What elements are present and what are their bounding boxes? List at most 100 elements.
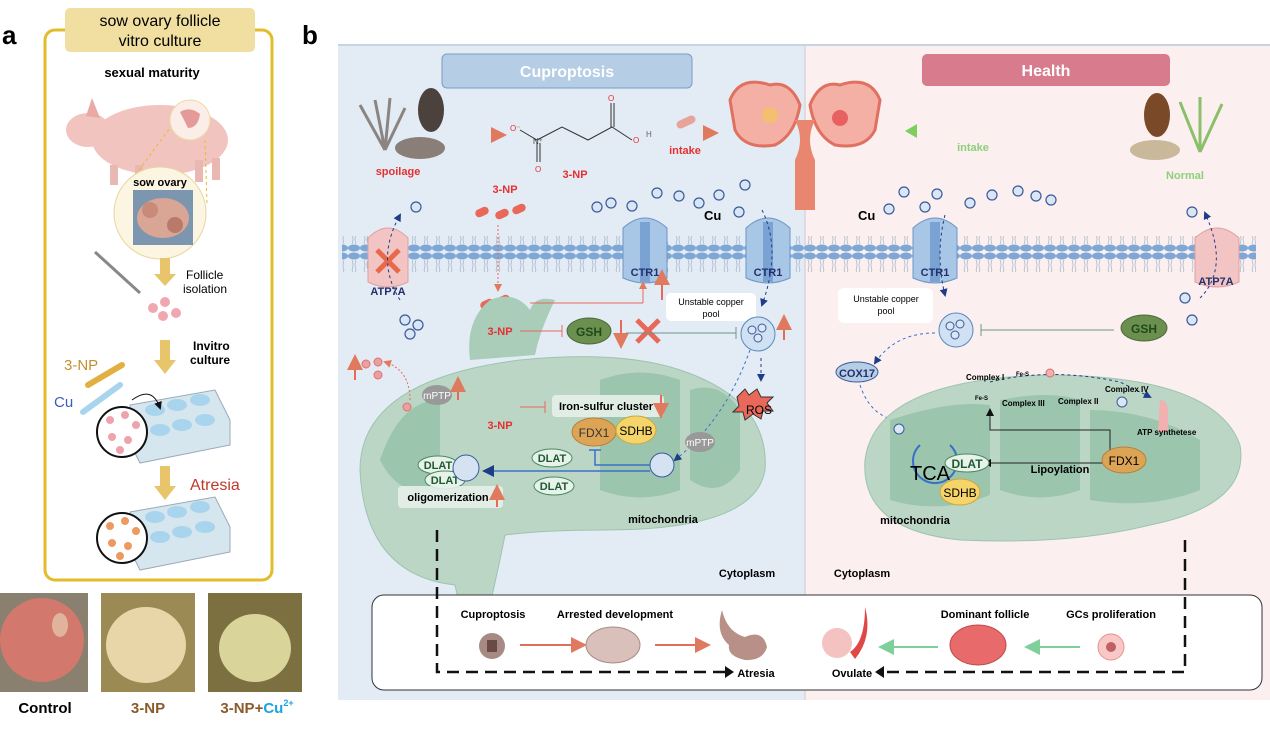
- gsh-right: [1120, 314, 1168, 342]
- health-region: [805, 45, 1270, 700]
- atp7a-label-right: ATP7A: [1198, 276, 1233, 288]
- normal-food-icon: [1130, 93, 1224, 160]
- unstable-pool-label: Unstable copper: [678, 297, 744, 307]
- mptp-label-1: mPTP: [423, 391, 451, 402]
- healthy-intake-label: intake: [957, 142, 989, 154]
- atp-synthetase-label: ATP synthetese: [1137, 428, 1197, 437]
- svg-text:O: O: [535, 165, 541, 174]
- ros-label: ROS: [746, 403, 772, 417]
- sdhb-label-right: SDHB: [943, 486, 976, 500]
- oligomerization-box: [398, 486, 503, 508]
- sdhb-label-left: SDHB: [619, 424, 652, 438]
- 3np-molecule-label: 3-NP: [562, 169, 587, 181]
- mptp-label-2: mPTP: [686, 438, 714, 449]
- cuproptosis-title-box: [441, 53, 693, 89]
- dominant-stage-label: Dominant follicle: [941, 609, 1030, 621]
- tca-label: TCA: [910, 463, 951, 485]
- invitro-culture-label: Invitro: [193, 339, 230, 353]
- follicle-isolation-label-2: isolation: [183, 282, 227, 296]
- oligomerization-label: oligomerization: [407, 492, 489, 504]
- intake-label: intake: [669, 145, 701, 157]
- tweezers-icon: [93, 250, 142, 295]
- health-title: Health: [1022, 63, 1071, 80]
- svg-text:O: O: [608, 94, 614, 103]
- 3np-outside-label: 3-NP: [492, 184, 517, 196]
- lipoylation-label: Lipoylation: [1031, 464, 1090, 476]
- cytoplasm-label-right: Cytoplasm: [834, 568, 890, 580]
- ovulate-path: [885, 540, 1187, 674]
- complex-1-label: Complex I: [966, 373, 1004, 382]
- cell-membrane: [342, 236, 1256, 272]
- plus-icon: [1045, 368, 1055, 378]
- photo-label-3np-cu: 3-NP+Cu2+: [220, 698, 293, 717]
- down-arrow: [154, 258, 176, 286]
- ctr1-label-2: CTR1: [754, 267, 783, 279]
- blocked-x-icon: [635, 318, 661, 344]
- panel-a-title-box: [65, 8, 255, 52]
- mitochondria-label-left: mitochondria: [628, 514, 699, 526]
- ctr1-label-1: CTR1: [631, 267, 660, 279]
- unstable-pool-label-right-2: pool: [877, 306, 894, 316]
- atretic-ovary-icon: [719, 610, 767, 661]
- unstable-pool-label-right: Unstable copper: [853, 294, 919, 304]
- cytoplasm-label-left: Cytoplasm: [719, 568, 775, 580]
- photo-3np: [101, 593, 195, 692]
- svg-text:O⁻: O⁻: [510, 124, 520, 133]
- dlat-label: DLAT: [538, 453, 567, 465]
- fdx1-right: [1101, 446, 1147, 474]
- iron-sulfur-label: Iron-sulfur cluster: [559, 401, 654, 413]
- ctr1-label-right: CTR1: [921, 267, 950, 279]
- spoiled-food-icon: [358, 88, 445, 159]
- panel-a-title-line1: sow ovary follicle: [100, 13, 221, 30]
- copper-ion-dlat: [452, 454, 480, 482]
- ctr1-transporter-right: [912, 217, 958, 284]
- health-title-box: [922, 54, 1170, 86]
- gsh-label-right: GSH: [1131, 322, 1157, 336]
- cuproptosis-title: Cuproptosis: [520, 64, 614, 81]
- cu-label-right: Cu: [858, 208, 875, 223]
- atp-synthase-icon: [1158, 400, 1168, 432]
- atresia-label: Atresia: [190, 477, 240, 494]
- copper-ion-mito: [649, 452, 675, 478]
- photo-3np-cu: [208, 593, 302, 692]
- cuproptosis-stage-label: Cuproptosis: [461, 609, 526, 621]
- copper-ions: [399, 179, 1198, 340]
- mptp-channel: [422, 385, 452, 405]
- cuproptosis-cell-icon: [479, 633, 505, 659]
- 3np-molecule: [519, 103, 633, 162]
- unstable-copper-pool-box: [666, 293, 756, 321]
- photo-label-3np: 3-NP: [131, 700, 165, 717]
- iron-sulfur-box: [552, 395, 664, 417]
- 3np-tube-icon: [85, 362, 125, 388]
- mitochondria-label-right: mitochondria: [880, 515, 951, 527]
- outcome-box: [371, 594, 1263, 691]
- unstable-pool-label-2: pool: [702, 309, 719, 319]
- fdx1-label-right: FDX1: [1109, 454, 1140, 468]
- reproductive-tract-icon: [728, 80, 882, 210]
- photo-control: [0, 593, 88, 692]
- 3np-inner-label: 3-NP: [487, 326, 512, 338]
- 3np-tube-label: 3-NP: [64, 357, 98, 374]
- gcs-stage-label: GCs proliferation: [1066, 609, 1156, 621]
- cu-tube-icon: [80, 382, 123, 415]
- pig-icon: [66, 98, 228, 185]
- normal-label: Normal: [1166, 170, 1204, 182]
- sexual-maturity-label: sexual maturity: [104, 65, 200, 80]
- panel-a-label: a: [2, 20, 17, 50]
- atresia-stage-label: Atresia: [737, 668, 775, 680]
- photo-label-control: Control: [18, 700, 71, 717]
- sow-ovary-label: sow ovary: [133, 177, 188, 189]
- dominant-follicle-icon: [949, 624, 1007, 666]
- ovulating-ovary-icon: [822, 607, 868, 659]
- gsh-label-left: GSH: [576, 325, 602, 339]
- add-arrow: [131, 393, 162, 410]
- sdhb-right: [939, 478, 981, 506]
- 3np-mito-label: 3-NP: [487, 420, 512, 432]
- arrested-stage-label: Arrested development: [557, 609, 673, 621]
- fes-label-1: Fe-S: [1016, 372, 1029, 378]
- cox17-label: COX17: [839, 368, 875, 380]
- down-arrow: [154, 466, 176, 500]
- svg-text:N⁺: N⁺: [533, 137, 543, 146]
- down-arrow: [154, 340, 176, 374]
